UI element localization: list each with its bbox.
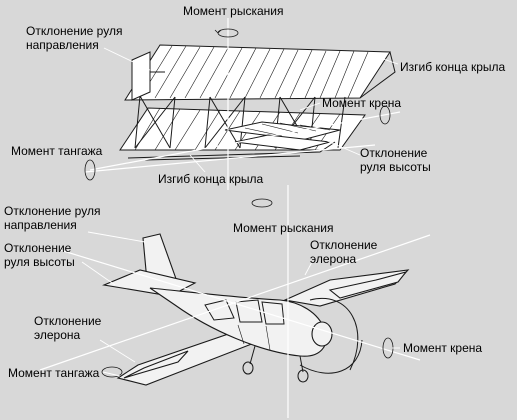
biplane-pitch-axis (84, 144, 376, 173)
propeller-sweep-upper (309, 298, 359, 371)
label-top-elevator-line2: руля высоты (360, 160, 431, 174)
biplane-illustration (119, 44, 396, 161)
airplane-windows (204, 299, 285, 325)
label-bottom-yaw-moment: Момент рыскания (233, 221, 334, 235)
label-bottom-aileron-left-line1: Отклонение (34, 314, 102, 328)
airplane-roll-axis (59, 249, 421, 361)
label-top-yaw-moment: Момент рыскания (183, 4, 284, 18)
labels: Момент рыскания Отклонение руля направле… (4, 4, 506, 380)
label-bottom-aileron-right-line2: элерона (310, 252, 357, 266)
label-bottom-rudder-line1: Отклонение руля (4, 204, 100, 218)
pitch-rotation-arrow-icon (84, 159, 96, 181)
label-top-wing-warp-bottom: Изгиб конца крыла (158, 172, 264, 186)
airplane-right-aileron (328, 271, 408, 299)
airplane-pitch-axis (39, 234, 431, 371)
label-top-pitch-moment: Момент тангажа (11, 144, 103, 158)
label-bottom-aileron-right-line1: Отклонение (310, 238, 378, 252)
biplane-axes (84, 18, 401, 190)
label-bottom-elevator-line1: Отклонение (4, 241, 72, 255)
label-top-roll-moment: Момент крена (322, 96, 401, 110)
label-bottom-aileron-left-line2: элерона (34, 328, 81, 342)
biplane-skids (127, 141, 336, 161)
airplane-pitch-rotation-icon (101, 366, 123, 378)
propeller-sweep-lower (299, 339, 363, 374)
label-top-wing-warp-right: Изгиб конца крыла (400, 60, 506, 74)
biplane-rudder (131, 51, 151, 101)
airplane-axes (39, 185, 431, 418)
label-top-elevator-line1: Отклонение (360, 146, 428, 160)
airplane-left-aileron (123, 350, 189, 379)
airplane-door-lines (237, 324, 271, 351)
label-bottom-pitch-moment: Момент тангажа (8, 366, 100, 380)
roll-rotation-arrow-icon (379, 105, 391, 125)
biplane-upper-wing-ribs (139, 45, 369, 99)
airplane-horizontal-stabilizer (102, 269, 197, 297)
label-top-rudder-line2: направления (26, 38, 99, 52)
biplane-wingtip-right (359, 51, 396, 99)
airplane-roll-rotation-icon (382, 337, 394, 359)
label-bottom-elevator-line2: руля высоты (4, 255, 75, 269)
airplane-leaders (81, 231, 400, 377)
yaw-arrowhead-icon (214, 29, 222, 34)
biplane-struts (134, 95, 346, 149)
airplane-landing-gear (242, 345, 309, 383)
biplane-rotation-arrows (84, 28, 391, 181)
airplane-illustration (102, 233, 410, 386)
label-bottom-roll-moment: Момент крена (403, 341, 482, 355)
biplane-roll-axis (89, 111, 401, 171)
airplane-spinner (311, 321, 333, 347)
biplane-leaders (103, 47, 399, 173)
label-bottom-rudder-line2: направления (4, 218, 77, 232)
airplane-yaw-rotation-icon (251, 198, 273, 208)
label-top-rudder-line1: Отклонение руля (26, 24, 122, 38)
